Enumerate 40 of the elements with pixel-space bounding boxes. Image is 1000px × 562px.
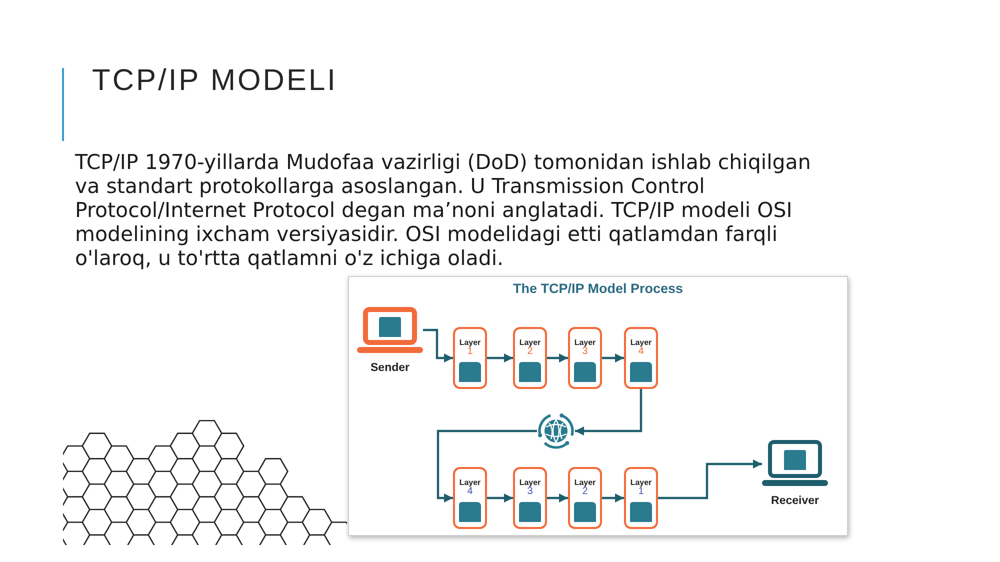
layer-label: Layer bbox=[574, 338, 596, 347]
layer-number: 1 bbox=[638, 487, 644, 497]
arrow bbox=[547, 494, 568, 502]
layer-box bbox=[568, 467, 602, 529]
arrow bbox=[602, 354, 624, 362]
device-label: Sender bbox=[370, 362, 410, 375]
arrow bbox=[487, 354, 513, 362]
layer-number: 3 bbox=[582, 347, 588, 357]
layer-number: 2 bbox=[527, 347, 533, 357]
arrow bbox=[436, 430, 537, 502]
layer-number: 1 bbox=[467, 347, 473, 357]
layer-box bbox=[453, 467, 487, 529]
layer-box bbox=[513, 467, 547, 529]
arrow bbox=[487, 494, 513, 502]
layer-label: Layer bbox=[574, 478, 596, 487]
layer-box bbox=[624, 467, 658, 529]
layer-number: 4 bbox=[467, 487, 473, 497]
layer-label: Layer bbox=[459, 338, 481, 347]
layer-label: Layer bbox=[630, 338, 652, 347]
layer-label: Layer bbox=[519, 478, 541, 487]
arrow bbox=[658, 460, 762, 500]
layer-label: Layer bbox=[630, 478, 652, 487]
layer-box bbox=[624, 327, 658, 389]
layer-number: 4 bbox=[638, 347, 644, 357]
layer-box bbox=[568, 327, 602, 389]
arrow bbox=[423, 328, 453, 362]
layer-number: 3 bbox=[527, 487, 533, 497]
layer-number: 2 bbox=[582, 487, 588, 497]
panel-title: The TCP/IP Model Process bbox=[512, 281, 684, 297]
body-paragraph: TCP/IP 1970-yillarda Mudofaa vazirligi (DoD) tomonidan ishlab chiqilgan va standart protokollarga asoslangan. U Transmission Control Protocol/Internet Protocol degan ma’noni anglatadi. TCP/IP modeli OSI modelining ixcham versiyasidir. OSI modelidagi etti qatlamdan farqli o'laroq, u to'rtta qatlamni o'z ichiga oladi. bbox=[75, 150, 812, 270]
arrow bbox=[575, 389, 642, 436]
layer-label: Layer bbox=[459, 478, 481, 487]
layer-box bbox=[453, 327, 487, 389]
slide-title: TCP/IP MODELI bbox=[92, 64, 338, 98]
layer-box bbox=[513, 327, 547, 389]
device-label: Receiver bbox=[771, 495, 819, 508]
layer-label: Layer bbox=[519, 338, 541, 347]
diagram-panel bbox=[348, 276, 848, 536]
arrow bbox=[602, 494, 624, 502]
arrow bbox=[547, 354, 568, 362]
